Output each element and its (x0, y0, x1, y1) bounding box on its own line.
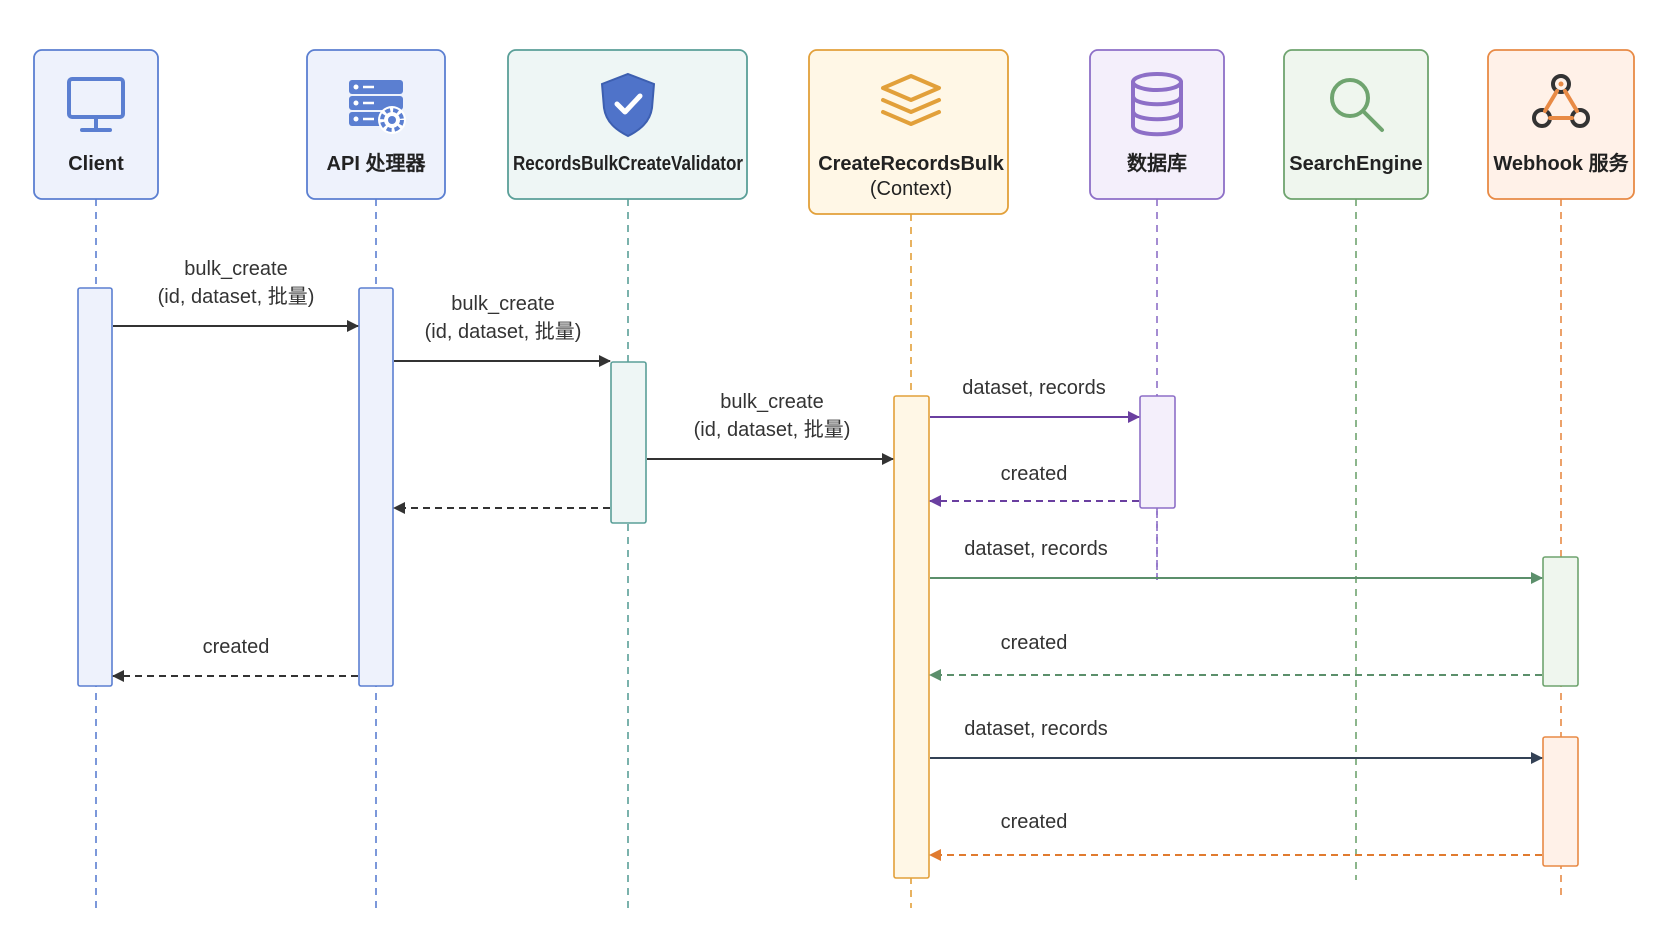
participant-headers: Client API 处理器 RecordsBulkCreateValidator C… (33, 49, 1635, 215)
message-m8: created (929, 632, 1542, 681)
message-m3: bulk_create (id, dataset, 批量) (647, 391, 894, 465)
activation-bar-webhook (1542, 556, 1579, 687)
participant-label: Client (68, 153, 124, 175)
message-label: created (1001, 632, 1068, 654)
message-label: dataset, records (964, 718, 1107, 740)
activation-bar-validator (610, 361, 647, 524)
layers-icon (881, 74, 941, 126)
participant-label: SearchEngine (1289, 153, 1422, 175)
database-icon (1131, 72, 1183, 137)
message-label: bulk_create (451, 293, 554, 315)
participant-validator: RecordsBulkCreateValidator (507, 49, 748, 200)
activation-bars (77, 287, 1579, 879)
message-label: (id, dataset, 批量) (425, 320, 582, 343)
activation-bar-client (77, 287, 113, 687)
message-label: bulk_create (184, 258, 287, 280)
message-label: created (1001, 811, 1068, 833)
message-label: created (1001, 463, 1068, 485)
participant-label: Webhook 服务 (1493, 151, 1629, 175)
message-label: (id, dataset, 批量) (694, 418, 851, 441)
participant-label: 数据库 (1127, 151, 1187, 175)
message-m4: dataset, records (930, 377, 1140, 423)
participant-label: CreateRecordsBulk (818, 153, 1005, 175)
search-icon (1330, 78, 1384, 132)
participant-box (1283, 49, 1429, 200)
server-gear-icon (349, 80, 406, 134)
participant-label: RecordsBulkCreateValidator (513, 153, 743, 175)
message-m7: dataset, records (930, 538, 1543, 584)
participant-api: API 处理器 (306, 49, 446, 200)
message-m11: created (929, 811, 1542, 861)
messages: bulk_create (id, dataset, 批量) bulk_create (… (112, 258, 1543, 861)
activation-bar-db (1139, 395, 1176, 509)
message-label: dataset, records (962, 377, 1105, 399)
monitor-icon (67, 77, 125, 132)
lifelines (95, 199, 1562, 908)
participant-search: SearchEngine (1283, 49, 1429, 200)
activation-bar-api (358, 287, 394, 687)
participant-label: API 处理器 (327, 151, 427, 175)
participant-context: CreateRecordsBulk (Context) (808, 49, 1009, 215)
activation-bar-context (893, 395, 930, 879)
message-label: dataset, records (964, 538, 1107, 560)
message-m5: created (929, 463, 1139, 507)
message-m2: bulk_create (id, dataset, 批量) (394, 293, 611, 367)
participant-box (1487, 49, 1635, 200)
message-m9: created (112, 636, 358, 682)
participant-webhook: Webhook 服务 (1487, 49, 1635, 200)
participant-client: Client (33, 49, 159, 200)
message-m10: dataset, records (930, 718, 1543, 764)
message-label: (id, dataset, 批量) (158, 285, 315, 308)
participant-box (808, 49, 1009, 215)
message-label: created (203, 636, 270, 658)
message-label: bulk_create (720, 391, 823, 413)
participant-db: 数据库 (1089, 49, 1225, 200)
participant-sublabel: (Context) (870, 178, 952, 200)
message-m1: bulk_create (id, dataset, 批量) (113, 258, 359, 332)
participant-box (1089, 49, 1225, 200)
shield-check-icon (600, 72, 656, 138)
activation-bar-webhook (1542, 736, 1579, 867)
webhook-icon (1532, 74, 1590, 128)
